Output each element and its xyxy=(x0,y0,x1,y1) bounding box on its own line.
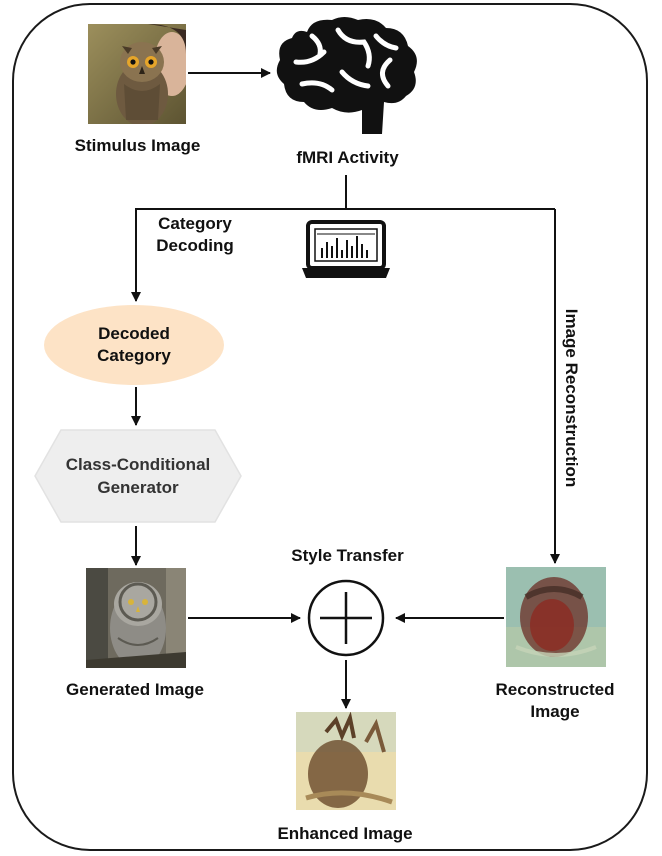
class-conditional-generator-node: Class-Conditional Generator xyxy=(33,428,243,524)
stimulus-image-label: Stimulus Image xyxy=(74,136,201,155)
generator-line2: Generator xyxy=(97,478,179,497)
brain-icon xyxy=(272,14,422,136)
generated-image xyxy=(86,568,186,668)
enhanced-image xyxy=(296,712,396,810)
decoded-category-line2: Category xyxy=(97,346,171,365)
reconstructed-line2: Image xyxy=(530,702,580,721)
category-decoding-line1: Category xyxy=(158,214,232,233)
decoded-category-line1: Decoded xyxy=(98,324,170,343)
category-decoding-line2: Decoding xyxy=(156,236,234,255)
fmri-activity-label: fMRI Activity xyxy=(296,148,399,167)
plus-circle-icon xyxy=(307,579,385,657)
reconstructed-line1: Reconstructed xyxy=(495,680,615,699)
generated-image-label: Generated Image xyxy=(66,680,204,699)
category-decoding-label: Category Decoding xyxy=(140,213,250,257)
laptop-icon xyxy=(300,216,392,286)
style-transfer-label: Style Transfer xyxy=(291,546,404,565)
stimulus-image xyxy=(88,24,186,124)
reconstructed-image-label: Reconstructed Image xyxy=(470,679,640,723)
reconstructed-image xyxy=(506,567,606,667)
generator-line1: Class-Conditional xyxy=(65,455,211,474)
diagram-frame xyxy=(12,3,648,851)
enhanced-image-label: Enhanced Image xyxy=(277,824,413,843)
decoded-category-node: Decoded Category xyxy=(44,305,224,385)
arrow-to-decoded-category xyxy=(131,208,555,302)
